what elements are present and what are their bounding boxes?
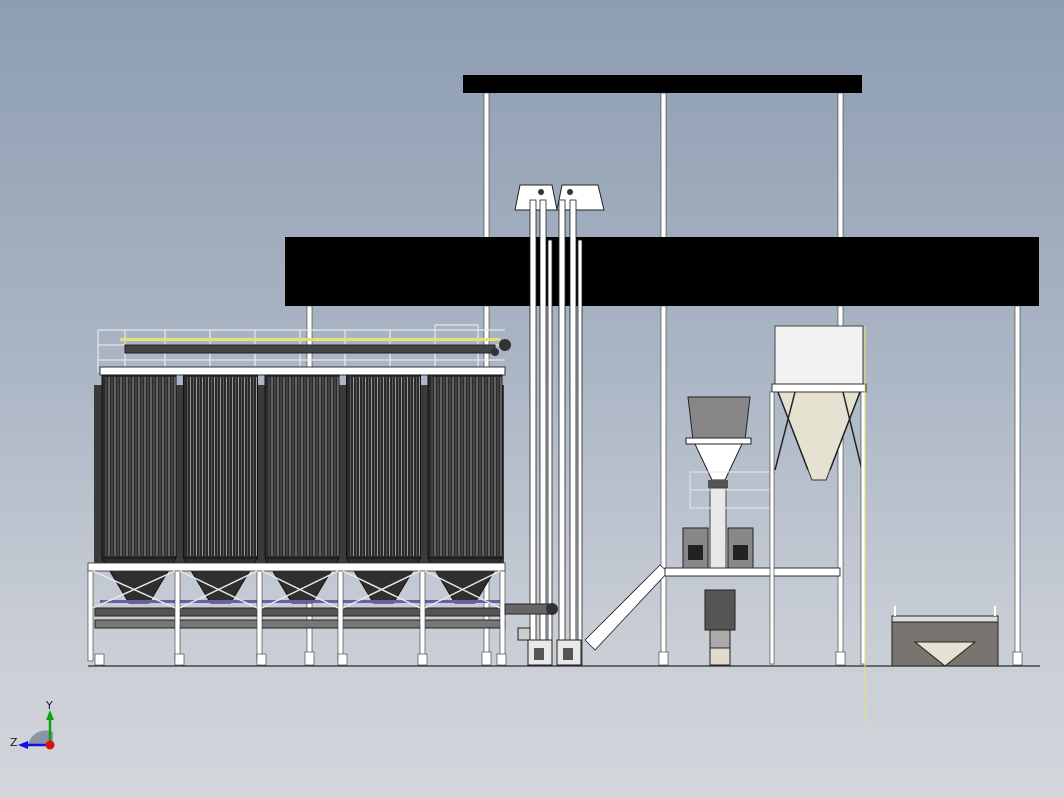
y-axis-label: Y [45, 700, 53, 712]
bucket-elevators[interactable] [514, 184, 605, 666]
mixer-hopper[interactable] [685, 396, 752, 569]
screw-conveyor[interactable] [504, 603, 558, 641]
coordinate-triad: Y Z [10, 700, 55, 750]
mixer-platform-railing [689, 471, 773, 509]
top-canopy[interactable] [463, 75, 862, 249]
diagonal-chute[interactable] [584, 564, 669, 651]
x-axis-icon [45, 740, 55, 750]
top-conveyor[interactable] [99, 338, 511, 376]
silo[interactable] [345, 374, 422, 604]
silo[interactable] [182, 374, 259, 604]
z-axis-label: Z [10, 736, 18, 749]
mixer-floor[interactable] [664, 567, 841, 666]
storage-bin[interactable] [891, 606, 999, 667]
silo-group[interactable] [94, 374, 504, 604]
dust-collector[interactable] [769, 325, 867, 722]
main-roof[interactable] [285, 237, 1039, 306]
packing-machines[interactable] [682, 527, 754, 569]
triad-arc [28, 730, 53, 745]
